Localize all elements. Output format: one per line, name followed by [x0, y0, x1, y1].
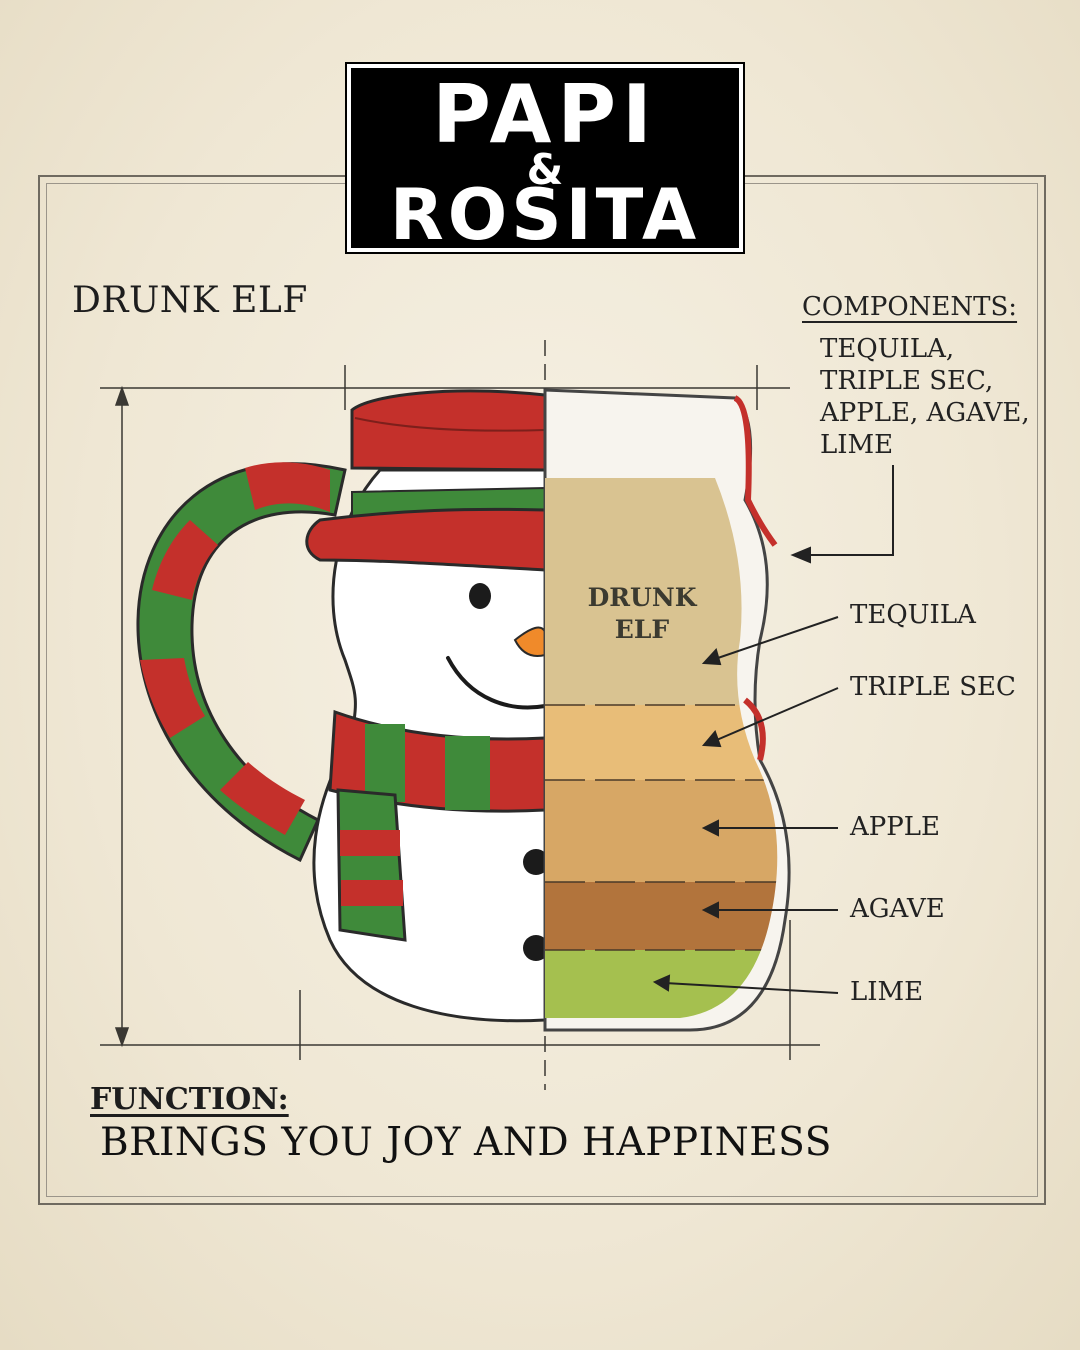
layer-label-tequila: TEQUILA: [850, 600, 976, 630]
button-icon: [523, 935, 549, 961]
function-text: BRINGS YOU JOY AND HAPPINESS: [100, 1120, 832, 1165]
drink-title: DRUNK ELF: [72, 280, 308, 321]
button-icon: [523, 849, 549, 875]
cross-section: [543, 388, 791, 1032]
component-line: APPLE, AGAVE,: [820, 398, 1030, 428]
mug-label-line: ELF: [614, 615, 670, 644]
component-line: LIME: [820, 430, 894, 460]
component-line: TEQUILA,: [820, 334, 955, 364]
mug-label-line: DRUNK: [587, 583, 697, 612]
liquid-layer-triple-sec: [545, 705, 778, 780]
component-line: TRIPLE SEC,: [820, 366, 994, 396]
liquid-layer-apple: [545, 780, 778, 882]
layer-label-agave: AGAVE: [850, 894, 945, 924]
components-heading: COMPONENTS:: [802, 292, 1018, 322]
layer-label-apple: APPLE: [850, 812, 941, 842]
mug-label: DRUNK ELF: [580, 582, 704, 646]
logo-word-papi: PAPI: [432, 68, 658, 161]
components-list: TEQUILA, TRIPLE SEC, APPLE, AGAVE, LIME: [820, 333, 1030, 461]
callout-arrows: [652, 465, 894, 994]
eye-icon: [469, 583, 491, 609]
layer-label-triple-sec: TRIPLE SEC: [850, 672, 1016, 702]
layer-label-lime: LIME: [850, 977, 924, 1007]
liquid-layer-agave: [545, 882, 778, 950]
logo-word-rosita: ROSITA: [389, 174, 701, 256]
logo-ampersand: &: [526, 145, 564, 194]
snowman-mug-half: [136, 389, 549, 1023]
brand-logo: PAPI & ROSITA: [345, 62, 745, 256]
function-heading: FUNCTION:: [90, 1082, 289, 1117]
